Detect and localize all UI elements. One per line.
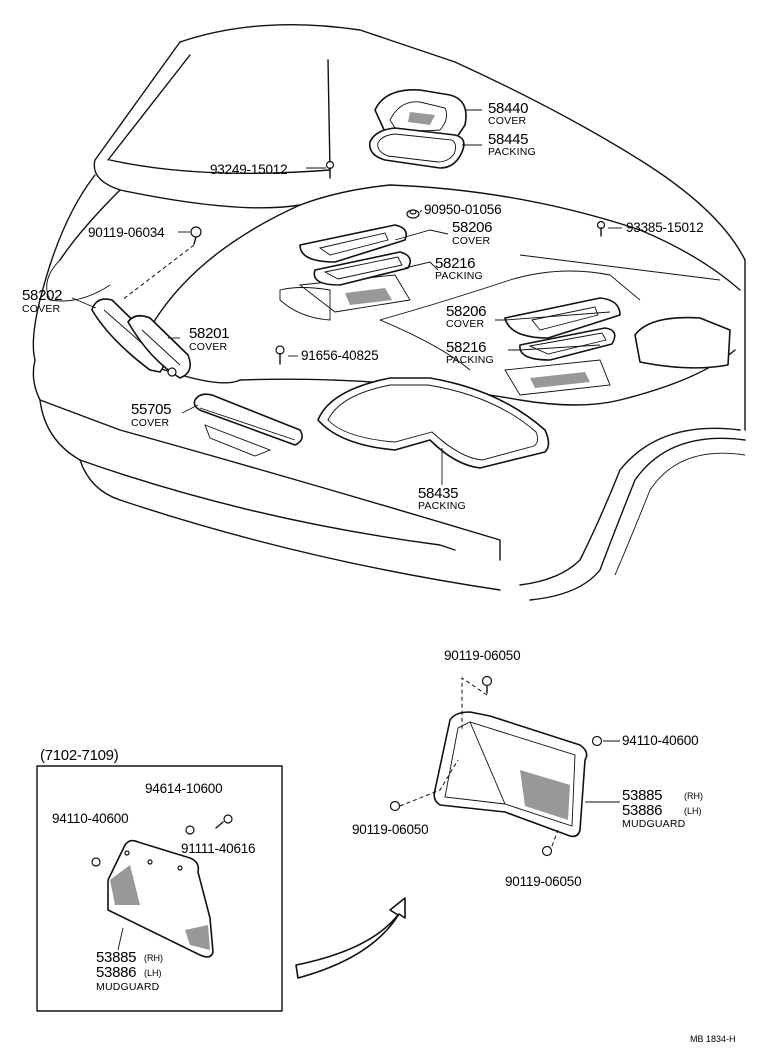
label-53886-right-sfx: (LH): [684, 806, 702, 816]
label-58216-upper-name: PACKING: [435, 270, 483, 282]
label-58445: 58445: [488, 131, 528, 148]
label-55705-name: COVER: [131, 417, 170, 429]
label-91111: 91111-40616: [181, 841, 255, 856]
car-body: [32, 23, 746, 601]
label-mudguard-right: MUDGUARD: [622, 818, 686, 830]
label-58435: 58435: [418, 485, 458, 502]
label-90119-06050-left: 90119-06050: [352, 822, 428, 837]
label-53886-inset: 53886: [96, 964, 136, 981]
label-90119-06050-top: 90119-06050: [444, 648, 520, 663]
label-53885-right: 53885: [622, 787, 662, 804]
arrow-icon: [295, 897, 406, 979]
label-58206-lower-name: COVER: [446, 318, 485, 330]
label-90950: 90950-01056: [424, 202, 501, 217]
part-58206-cover-lower: [504, 297, 621, 339]
part-58216-packing-upper: [313, 251, 411, 286]
inset-box: [36, 765, 283, 1012]
inset-title: (7102-7109): [40, 747, 119, 764]
part-mudguard-rh-lh: [433, 711, 588, 838]
fasteners-inset: [91, 814, 233, 951]
label-58206-upper-name: COVER: [452, 235, 491, 247]
fasteners-mudguard: [389, 675, 603, 857]
label-58216-lower: 58216: [446, 339, 486, 356]
leader-lines-top: [71, 109, 622, 485]
label-58201-name: COVER: [189, 341, 228, 353]
label-53886-inset-sfx: (LH): [144, 968, 162, 978]
part-55705-cover: [193, 393, 303, 457]
label-58216-lower-name: PACKING: [446, 354, 494, 366]
label-90119-06034: 90119-06034: [88, 225, 165, 240]
label-53885-inset: 53885: [96, 949, 136, 966]
label-94614: 94614-10600: [145, 781, 222, 796]
label-58206-lower: 58206: [446, 303, 486, 320]
label-93249: 93249-15012: [210, 162, 287, 177]
labels: 58440 COVER 58445 PACKING 93249-15012 90…: [22, 100, 736, 1044]
label-53885-inset-sfx: (RH): [144, 953, 163, 963]
label-58435-name: PACKING: [418, 500, 466, 512]
screw-90119-06034: [190, 226, 202, 245]
label-55705: 55705: [131, 401, 171, 418]
label-58440: 58440: [488, 100, 528, 117]
label-90119-06050-bottom: 90119-06050: [505, 874, 581, 889]
label-94110-inset: 94110-40600: [52, 811, 128, 826]
label-58202-name: COVER: [22, 303, 61, 315]
bolt-91656-40825: [275, 345, 285, 365]
label-91656: 91656-40825: [301, 348, 378, 363]
label-94110-right: 94110-40600: [622, 733, 698, 748]
part-58435-packing: [317, 377, 550, 469]
part-58216-packing-lower: [519, 327, 616, 361]
label-58216-upper: 58216: [435, 255, 475, 272]
label-53886-right: 53886: [622, 802, 662, 819]
label-93385: 93385-15012: [626, 220, 703, 235]
label-58440-name: COVER: [488, 115, 527, 127]
part-58206-cover-upper: [299, 224, 408, 263]
nut-90950-01056: [406, 209, 420, 219]
label-58206-upper: 58206: [452, 219, 492, 236]
part-mudguard-inset: [107, 839, 214, 958]
reference-code: MB 1834-H: [690, 1034, 736, 1044]
dash-lines-mudguard: [399, 677, 620, 847]
part-58445-packing: [368, 127, 465, 169]
label-58445-name: PACKING: [488, 146, 536, 158]
part-58201-cover: [127, 314, 191, 379]
label-58202: 58202: [22, 287, 62, 304]
label-58201: 58201: [189, 325, 229, 342]
label-mudguard-inset: MUDGUARD: [96, 981, 160, 993]
screw-93385-15012: [596, 220, 606, 237]
bolt-93249-15012: [325, 160, 335, 179]
label-53885-right-sfx: (RH): [684, 791, 703, 801]
